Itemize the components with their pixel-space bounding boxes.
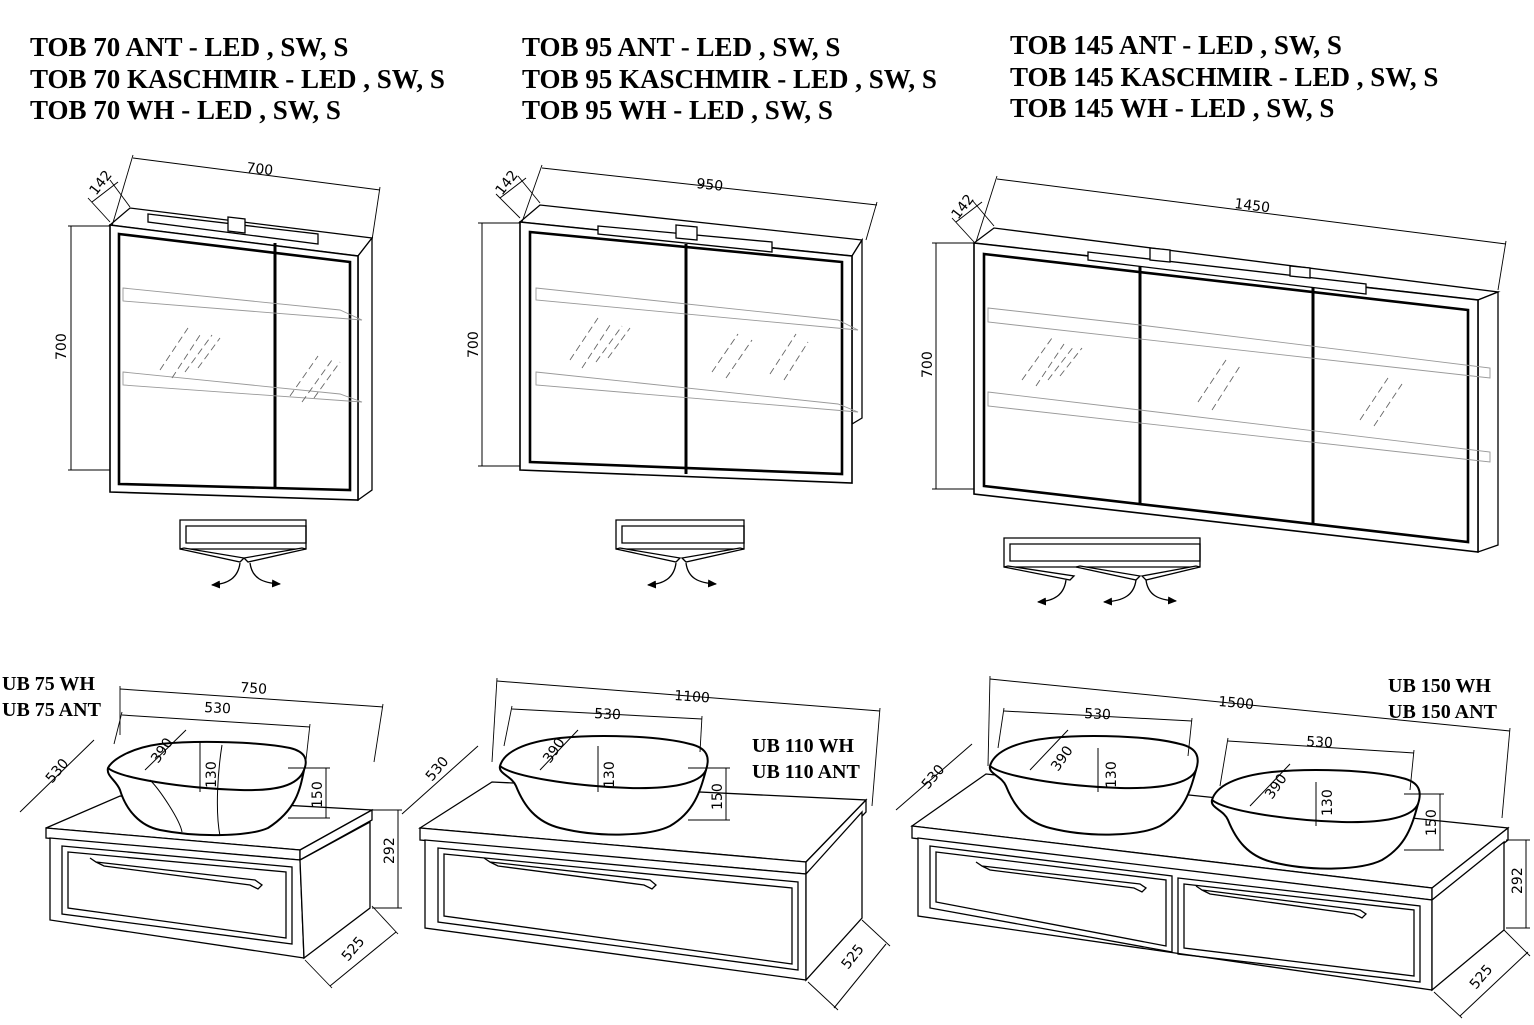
model-label: TOB 95 ANT - LED , SW, S — [522, 32, 841, 62]
dim-tob145-height: 700 — [920, 351, 936, 378]
cabinet-tob95-door-diagram — [615, 519, 745, 589]
model-label: TOB 145 ANT - LED , SW, S — [1010, 30, 1342, 60]
dim-tob70-depth: 142 — [87, 168, 116, 199]
dim-ub150-basin1-inner-height: 130 — [1104, 761, 1120, 788]
model-label: UB 150 WH — [1388, 675, 1491, 697]
model-label: TOB 145 WH - LED , SW, S — [1010, 93, 1335, 123]
dim-tob145-depth: 142 — [949, 192, 978, 223]
dim-ub150-drawer-depth: 525 — [1467, 962, 1496, 993]
vanity-ub75-drawing — [19, 686, 402, 989]
vanity-ub110-drawing — [401, 677, 891, 1011]
dim-ub150-basin1-width: 530 — [1084, 706, 1112, 723]
dim-ub110-basin-width: 530 — [594, 706, 622, 723]
dim-ub110-basin-height: 150 — [710, 783, 726, 810]
cabinet-tob145-drawing — [932, 175, 1507, 553]
vanity-ub150-drawing — [895, 675, 1531, 1019]
model-label: UB 75 ANT — [2, 699, 101, 721]
model-label: UB 150 ANT — [1388, 701, 1497, 723]
vanity-title-ub110: UB 110 WH UB 110 ANT — [752, 733, 860, 785]
dim-tob145-width: 1450 — [1234, 196, 1271, 216]
cabinet-title-tob145: TOB 145 ANT - LED , SW, S TOB 145 KASCHM… — [1010, 30, 1438, 125]
dim-ub75-width: 750 — [240, 680, 268, 698]
model-label: UB 110 WH — [752, 735, 854, 757]
dim-ub150-basin2-inner-height: 130 — [1320, 789, 1336, 816]
model-label: TOB 95 WH - LED , SW, S — [522, 95, 833, 125]
vanity-title-ub150: UB 150 WH UB 150 ANT — [1388, 673, 1497, 725]
dim-ub110-drawer-depth: 525 — [839, 942, 868, 973]
cabinet-tob70-drawing — [68, 154, 381, 502]
model-label: TOB 70 ANT - LED , SW, S — [30, 32, 349, 62]
dim-ub110-width: 1100 — [674, 688, 711, 706]
dim-ub110-depth: 530 — [423, 754, 452, 785]
dim-ub75-height: 292 — [382, 837, 398, 864]
model-label: TOB 70 KASCHMIR - LED , SW, S — [30, 63, 445, 94]
dim-ub75-basin-height: 150 — [310, 781, 326, 808]
dim-tob95-width: 950 — [696, 176, 724, 195]
dim-ub75-depth: 530 — [43, 756, 72, 787]
cabinet-tob95-drawing — [478, 164, 878, 484]
dim-tob95-depth: 142 — [493, 168, 522, 199]
dim-ub150-basin2-width: 530 — [1306, 734, 1334, 751]
model-label: UB 110 ANT — [752, 761, 860, 783]
cabinet-title-tob95: TOB 95 ANT - LED , SW, S TOB 95 KASCHMIR… — [522, 32, 937, 127]
dim-ub150-height: 292 — [1510, 867, 1526, 894]
dim-tob95-height: 700 — [466, 331, 482, 358]
dim-ub75-basin-width: 530 — [204, 700, 232, 717]
model-label: TOB 145 KASCHMIR - LED , SW, S — [1010, 61, 1439, 92]
dim-ub75-basin-inner-height: 130 — [204, 761, 220, 788]
dim-tob70-width: 700 — [246, 160, 274, 179]
cabinet-tob145-door-diagram — [1003, 537, 1201, 606]
model-label: TOB 70 WH - LED , SW, S — [30, 95, 341, 125]
vanity-title-ub75: UB 75 WH UB 75 ANT — [2, 671, 101, 723]
cabinet-title-tob70: TOB 70 ANT - LED , SW, S TOB 70 KASCHMIR… — [30, 32, 445, 127]
model-label: UB 75 WH — [2, 673, 95, 695]
dim-ub150-width: 1500 — [1218, 694, 1255, 713]
model-label: TOB 95 KASCHMIR - LED , SW, S — [522, 63, 937, 94]
cabinet-tob70-door-diagram — [179, 519, 307, 589]
dim-ub75-drawer-depth: 525 — [339, 934, 368, 965]
dim-tob70-height: 700 — [54, 333, 70, 360]
dim-ub150-depth: 530 — [919, 762, 948, 793]
dim-ub110-basin-inner-height: 130 — [602, 761, 618, 788]
dim-ub150-basin2-height: 150 — [1424, 809, 1440, 836]
